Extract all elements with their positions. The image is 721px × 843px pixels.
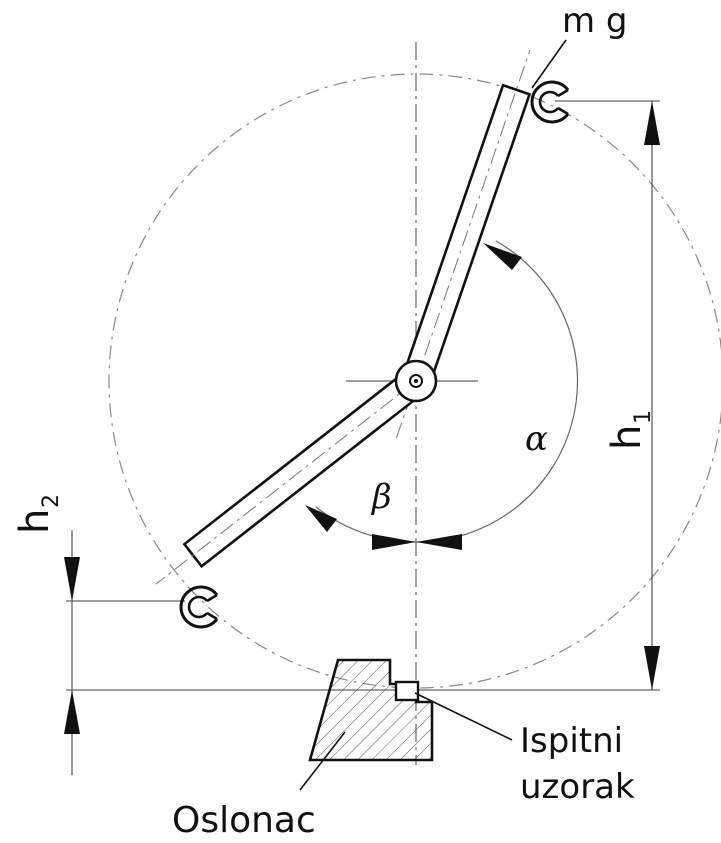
svg-text:h: h xyxy=(12,509,58,534)
h1-arrow-bottom xyxy=(644,646,660,690)
h2-arrow-bottom xyxy=(64,690,80,734)
specimen-label-line2: uzorak xyxy=(520,767,635,807)
test-specimen xyxy=(394,680,420,702)
upper-hammer-head xyxy=(530,80,570,124)
alpha-arc xyxy=(415,240,579,543)
lower-hammer-head xyxy=(179,585,219,629)
beta-arrow-left xyxy=(305,505,337,532)
pivot-center-dot xyxy=(414,379,418,383)
svg-text:2: 2 xyxy=(39,494,64,508)
weight-leader-line xyxy=(531,39,567,89)
specimen-label-line1: Ispitni xyxy=(520,721,623,761)
weight-label: m g xyxy=(562,1,628,41)
support-leader-line xyxy=(299,731,346,791)
specimen-leader-line xyxy=(414,692,513,741)
h1-arrow-top xyxy=(644,101,660,145)
h2-label: h 2 xyxy=(12,494,64,534)
svg-text:1: 1 xyxy=(631,410,656,424)
svg-text:h: h xyxy=(604,425,650,450)
alpha-arrow-top xyxy=(483,243,522,270)
h1-label: h 1 xyxy=(604,410,656,450)
support-label: Oslonac xyxy=(172,800,316,841)
beta-label: β xyxy=(370,477,392,517)
alpha-label: α xyxy=(525,419,548,459)
h2-arrow-top xyxy=(64,557,80,601)
swing-path-circle xyxy=(108,73,721,689)
beta-arrow-bottom xyxy=(372,534,416,550)
alpha-arrow-bottom xyxy=(416,534,462,550)
